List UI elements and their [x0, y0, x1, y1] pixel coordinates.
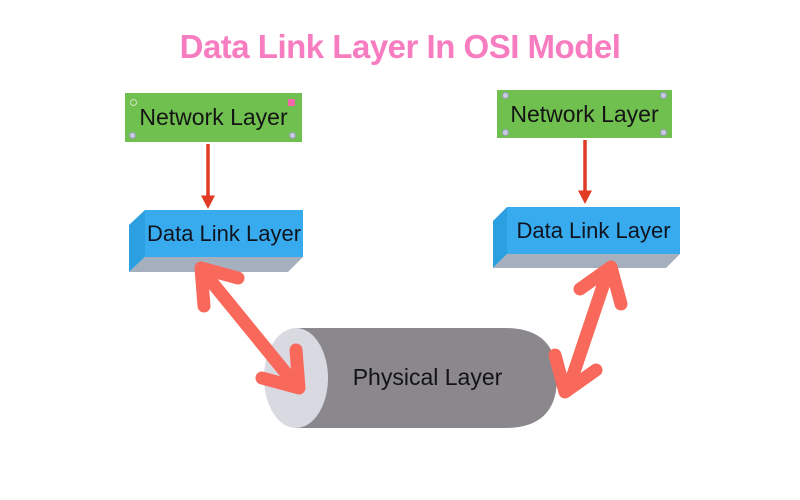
left-datalink-bottom-face [129, 257, 303, 272]
cylinder-body [296, 328, 557, 428]
left-double-arrow [194, 261, 306, 395]
datalink-layer-box-left: Data Link Layer [145, 210, 303, 257]
selection-handle-pink-icon [288, 99, 295, 106]
network-layer-label-right: Network Layer [510, 100, 659, 127]
selection-handle-icon [502, 129, 509, 136]
left-down-arrow [201, 144, 215, 209]
selection-handle-icon [130, 99, 137, 106]
right-datalink-3d-faces [493, 207, 680, 268]
network-layer-box-left: Network Layer [125, 93, 302, 142]
physical-layer-cylinder [264, 328, 557, 428]
right-datalink-side-face [493, 207, 507, 268]
right-datalink-bottom-face [493, 254, 680, 268]
selection-handle-icon [660, 129, 667, 136]
left-datalink-3d-faces [129, 210, 303, 272]
datalink-layer-label-right: Data Link Layer [516, 217, 671, 243]
diagram-title: Data Link Layer In OSI Model [179, 28, 621, 65]
left-datalink-side-face [129, 210, 145, 272]
right-double-arrow [548, 260, 628, 399]
datalink-layer-label-left: Data Link Layer [146, 220, 302, 246]
selection-handle-icon [289, 132, 296, 139]
selection-handle-icon [129, 132, 136, 139]
right-down-arrow [578, 140, 592, 204]
selection-handle-icon [660, 92, 667, 99]
network-layer-label-left: Network Layer [139, 104, 288, 130]
network-layer-box-right: Network Layer [497, 90, 672, 138]
datalink-layer-box-right: Data Link Layer [507, 207, 680, 254]
selection-handle-icon [502, 92, 509, 99]
physical-layer-label: Physical Layer [352, 364, 503, 390]
